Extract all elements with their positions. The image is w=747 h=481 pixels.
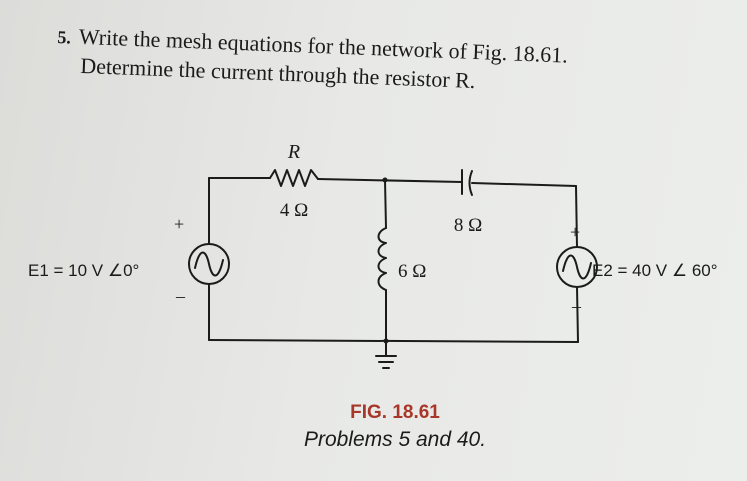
capacitor-value-label: 8 Ω <box>454 215 482 236</box>
source-e1-sine <box>194 251 224 277</box>
resistor-name-label: R <box>287 141 300 163</box>
source-e2-sine <box>562 254 592 280</box>
node-dot-top <box>382 177 388 183</box>
node-dot-bottom <box>383 338 389 344</box>
resistor-value-label: 4 Ω <box>280 200 308 221</box>
source-e2-minus: – <box>571 296 582 316</box>
wire-bottom <box>208 339 579 343</box>
source-e1-minus: – <box>175 286 186 306</box>
inductor-value-label: 6 Ω <box>398 261 426 282</box>
source-e1-circle <box>188 243 230 285</box>
capacitor-plate-right <box>468 170 473 196</box>
wire-top-mid <box>317 178 463 183</box>
resistor-zigzag <box>269 169 319 187</box>
source-e1-label: E1 = 10 V ∠0° <box>28 261 139 280</box>
wire-middle-upper <box>384 179 387 229</box>
figure-number: FIG. 18.61 <box>350 402 440 423</box>
source-e1-plus: + <box>174 214 184 234</box>
wire-top-right <box>471 182 577 187</box>
figure-caption: FIG. 18.61 Problems 5 and 40. <box>250 402 540 452</box>
figure-subtitle: Problems 5 and 40. <box>303 428 487 451</box>
source-e2-label: E2 = 40 V ∠ 60° <box>592 261 718 280</box>
source-e2-circle <box>556 246 598 288</box>
wire-right-lower <box>576 286 579 343</box>
wire-right-upper <box>575 185 578 248</box>
inductor-coil <box>377 227 387 291</box>
source-e2-plus: + <box>570 222 580 242</box>
